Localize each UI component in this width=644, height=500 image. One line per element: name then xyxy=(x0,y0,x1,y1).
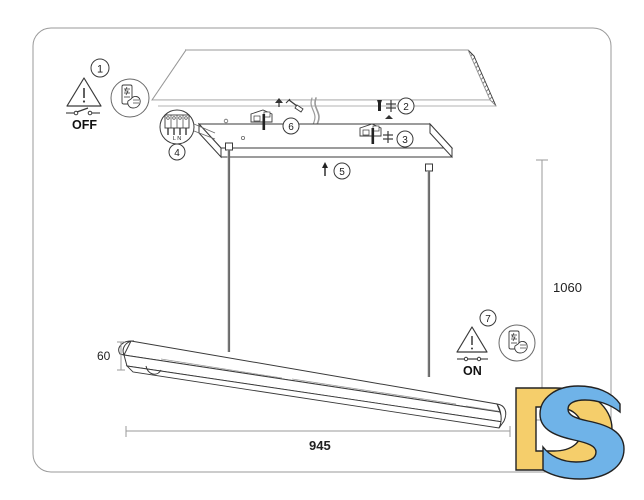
callout-1-circle xyxy=(90,58,110,78)
suspension-cables xyxy=(225,142,433,377)
wall-anchor-icon-6 xyxy=(275,98,283,103)
ds-watermark-logo: DS xyxy=(515,385,625,480)
wall-plug-icon-2 xyxy=(386,100,396,112)
switch-open-icon xyxy=(66,107,100,116)
cable-gripper-right xyxy=(425,163,433,172)
callout-7-label: 7 xyxy=(485,314,491,325)
terminal-block-detail: L N 4 xyxy=(159,109,216,161)
screw-icon-3 xyxy=(371,128,375,144)
mounting-bracket-icon-6 xyxy=(250,109,273,123)
wall-anchor-icon-3 xyxy=(385,115,393,119)
callout-2-circle xyxy=(397,97,415,115)
power-off-label: OFF xyxy=(72,118,97,132)
dimension-1060-label: 1060 xyxy=(553,280,582,295)
hand-pressing-switch-icon-on xyxy=(498,324,536,362)
diagram-frame-border xyxy=(32,27,612,473)
callout-3-group: 3 xyxy=(359,115,414,148)
wall-plug-icon-3 xyxy=(383,131,393,143)
warning-triangle-icon xyxy=(66,77,102,107)
push-up-arrow-head xyxy=(322,162,328,168)
dimension-945: 945 xyxy=(125,426,511,454)
canopy-right-face xyxy=(429,122,453,159)
callout-2-label: 2 xyxy=(403,102,409,113)
callout-1-label: 1 xyxy=(97,64,103,76)
dimension-1060: 1060 xyxy=(536,159,594,421)
callout-6-group: 6 xyxy=(250,98,304,135)
terminal-screw xyxy=(166,116,170,120)
logo-letter-s xyxy=(539,385,625,480)
leader-line-4a xyxy=(193,123,216,134)
switch-closed-icon xyxy=(457,356,488,362)
screwdriver-icon-6 xyxy=(285,98,304,113)
screw-icon-2 xyxy=(378,101,381,111)
terminal-markings: L N xyxy=(173,136,181,142)
cable-gripper-left xyxy=(225,142,233,151)
dimension-60-label: 60 xyxy=(97,349,111,363)
power-on-group: 7 ON xyxy=(456,309,536,378)
hand-pressing-switch-icon xyxy=(110,78,150,118)
luminaire-cable-entry xyxy=(145,365,162,375)
ceiling-left-edge xyxy=(151,49,187,101)
screw-head-2 xyxy=(377,100,382,103)
callout-5-group: 5 xyxy=(322,162,351,180)
power-on-label: ON xyxy=(463,364,482,378)
callout-3-label: 3 xyxy=(402,135,408,146)
terminal-screw xyxy=(178,116,182,120)
callout-7-circle xyxy=(479,309,497,327)
canopy-screw-hole xyxy=(223,118,229,124)
callout-5-circle xyxy=(333,162,351,180)
screw-icon-6 xyxy=(262,114,266,130)
ceiling-surface xyxy=(151,49,491,101)
mounting-bracket-icon-3 xyxy=(359,123,382,137)
canopy-mounting-bar xyxy=(197,118,454,159)
luminaire-seam xyxy=(465,405,499,412)
callout-5-label: 5 xyxy=(339,167,345,178)
pendant-luminaire-body xyxy=(118,340,507,429)
canopy-front-face xyxy=(220,147,453,158)
canopy-top-face xyxy=(197,123,454,149)
callout-4-label: 4 xyxy=(174,148,180,159)
luminaire-end-cap-right xyxy=(495,403,507,429)
callout-3-circle xyxy=(396,130,414,148)
terminal-screw xyxy=(184,116,188,120)
callout-6-label: 6 xyxy=(288,122,294,133)
dimension-label-bg xyxy=(548,278,594,296)
power-off-group: 1 OFF xyxy=(66,58,150,132)
luminaire-seam xyxy=(291,378,457,405)
canopy-screw-hole xyxy=(240,135,245,140)
dimension-label-bg-945 xyxy=(305,437,345,454)
ceiling-plate xyxy=(151,49,497,107)
leader-line-4b xyxy=(193,130,216,140)
ceiling-thickness-line xyxy=(152,99,497,107)
callout-4-circle xyxy=(168,143,186,161)
callout-2-group: 2 xyxy=(377,97,415,115)
callout-6-circle xyxy=(282,117,300,135)
dimension-60: 60 xyxy=(97,341,125,371)
luminaire-end-cap-left xyxy=(118,340,135,356)
luminaire-seam xyxy=(160,358,283,379)
warning-triangle-icon-on xyxy=(456,326,488,353)
terminal-screw xyxy=(172,116,176,120)
dimension-945-label: 945 xyxy=(309,438,331,453)
